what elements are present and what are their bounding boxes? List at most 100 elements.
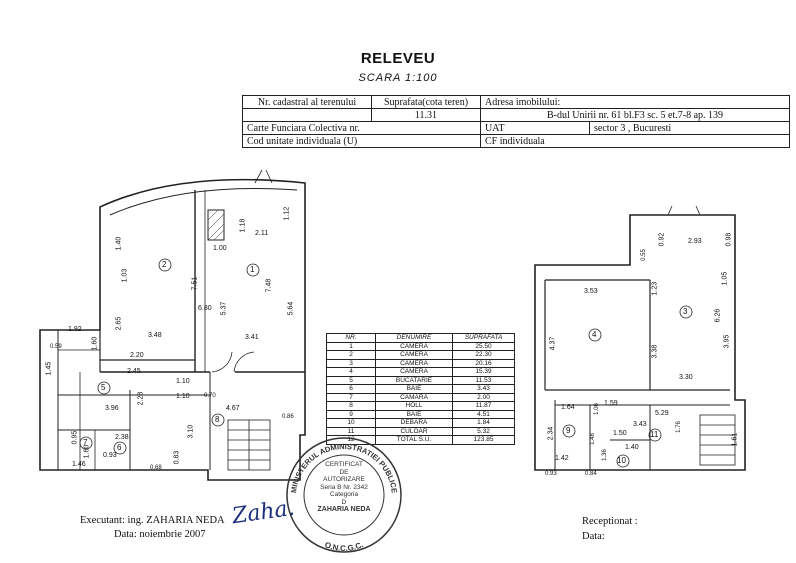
dimension-label: 1.45 xyxy=(45,361,53,376)
room-number: 3 xyxy=(683,307,688,316)
table-cell: 8 xyxy=(326,401,376,411)
table-cell: 20.16 xyxy=(452,358,515,368)
table-cell: CAMERA xyxy=(375,358,453,368)
dimension-label: 2.34 xyxy=(547,426,555,441)
dimension-label: 1.18 xyxy=(239,218,247,233)
table-cell: CAMARA xyxy=(375,392,453,402)
table-cell: 9 xyxy=(326,409,376,419)
stamp-line: CERTIFICAT xyxy=(325,461,363,468)
dimension-label: 4.37 xyxy=(549,336,557,351)
dimension-label: 2.11 xyxy=(255,230,269,237)
stamp-outer-bottom: O.N.C.G.C. xyxy=(323,540,364,553)
dimension-label: 3.96 xyxy=(105,405,119,412)
table-cell: CAMERA xyxy=(375,367,453,377)
room-number: 7 xyxy=(83,438,88,447)
dimension-label: 0.55 xyxy=(640,249,647,261)
dimension-label: 3.41 xyxy=(245,334,259,341)
dimension-label: 0.93 xyxy=(545,471,557,477)
table-cell: 22.30 xyxy=(452,350,515,360)
dimension-label: 1.03 xyxy=(121,268,129,283)
dimension-label: 1.06 xyxy=(593,403,600,415)
table-cell: 3 xyxy=(326,358,376,368)
table-cell: CAMERA xyxy=(375,341,453,351)
table-cell: 15.39 xyxy=(452,367,515,377)
room-number: 6 xyxy=(117,443,122,452)
dimension-label: 0.83 xyxy=(173,450,181,465)
dimension-label: 3.48 xyxy=(148,332,162,339)
dimension-label: 1.00 xyxy=(213,245,227,252)
table-cell: 11.53 xyxy=(452,375,515,385)
stamp-line: Categoria xyxy=(329,491,359,498)
dimension-label: 1.92 xyxy=(68,326,82,333)
table-cell: 5 xyxy=(326,375,376,385)
executant-label: Executant: ing. ZAHARIA NEDA xyxy=(80,515,225,526)
dimension-label: 1.76 xyxy=(675,421,682,433)
room-number: 11 xyxy=(650,430,659,439)
property-info-table: Nr. cadastral al terenului Suprafata(cot… xyxy=(242,95,790,148)
table-cell: 6 xyxy=(326,384,376,394)
right-plan-outer-wall xyxy=(534,214,746,471)
dimension-label: 5.29 xyxy=(655,410,669,417)
dimension-label: 2.20 xyxy=(130,352,144,359)
dimension-label: 2.38 xyxy=(115,434,129,441)
dimension-label: 1.23 xyxy=(651,281,659,296)
table-cell: CAMERA xyxy=(375,350,453,360)
table-cell: 7 xyxy=(326,392,376,402)
column-header: DENUMIRE xyxy=(375,333,453,343)
stamp-line: ZAHARIA NEDA xyxy=(317,506,371,513)
dimension-label: 1.60 xyxy=(91,336,99,351)
dimension-label: 0.92 xyxy=(658,232,666,247)
dimension-label: 0.70 xyxy=(204,393,216,399)
table-cell: 11.87 xyxy=(452,401,515,411)
dimension-label: 1.36 xyxy=(601,449,608,461)
table-cell: DEBARA xyxy=(375,418,453,428)
table-cell: 1 xyxy=(326,341,376,351)
dimension-label: 5.64 xyxy=(287,301,295,316)
room-number: 2 xyxy=(162,260,167,269)
column-header: SUPRAFATA xyxy=(452,333,515,343)
dimension-label: 2.45 xyxy=(127,368,141,375)
table-cell: BUCATARIE xyxy=(375,375,453,385)
room-number: 9 xyxy=(566,426,571,435)
date-label: Data: noiembrie 2007 xyxy=(114,529,206,540)
dimension-label: 1.60 xyxy=(83,444,91,459)
dimension-label: 0.93 xyxy=(103,452,117,459)
stamp-line: Seria B Nr. 2342 xyxy=(320,483,368,491)
table-cell: 2.00 xyxy=(452,392,515,402)
dimension-label: 3.95 xyxy=(723,334,731,349)
dimension-label: 1.10 xyxy=(176,378,190,385)
dimension-label: 1.40 xyxy=(115,236,123,251)
authorization-stamp: MINISTERUL ADMINISTRATIEI PUBLICE O.N.C.… xyxy=(284,435,404,555)
dimension-label: 1.42 xyxy=(555,455,569,462)
receptionat-label: Receptionat : xyxy=(582,516,638,527)
dimension-label: 1.50 xyxy=(613,430,627,437)
document-title: RELEVEU xyxy=(360,50,436,67)
dimension-label: 3.53 xyxy=(584,288,598,295)
dimension-label: 1.40 xyxy=(625,444,639,451)
dimension-label: 3.43 xyxy=(633,421,647,428)
table-cell: HOLL xyxy=(375,401,453,411)
room-number: 4 xyxy=(592,330,597,339)
dimension-label: 3.30 xyxy=(679,374,693,381)
room-number: 1 xyxy=(250,265,255,274)
dimension-label: 1.59 xyxy=(604,400,618,407)
dimension-label: 1.10 xyxy=(176,393,190,400)
table-cell: 2 xyxy=(326,350,376,360)
dimension-label: 7.48 xyxy=(265,278,273,293)
table-cell: 25.50 xyxy=(452,341,515,351)
dimension-label: 1.61 xyxy=(731,432,739,447)
table-cell: 4 xyxy=(326,367,376,377)
stamp-line: AUTORIZARE xyxy=(323,476,365,483)
receptionat-date-label: Data: xyxy=(582,531,605,542)
dimension-label: 6.80 xyxy=(198,305,212,312)
